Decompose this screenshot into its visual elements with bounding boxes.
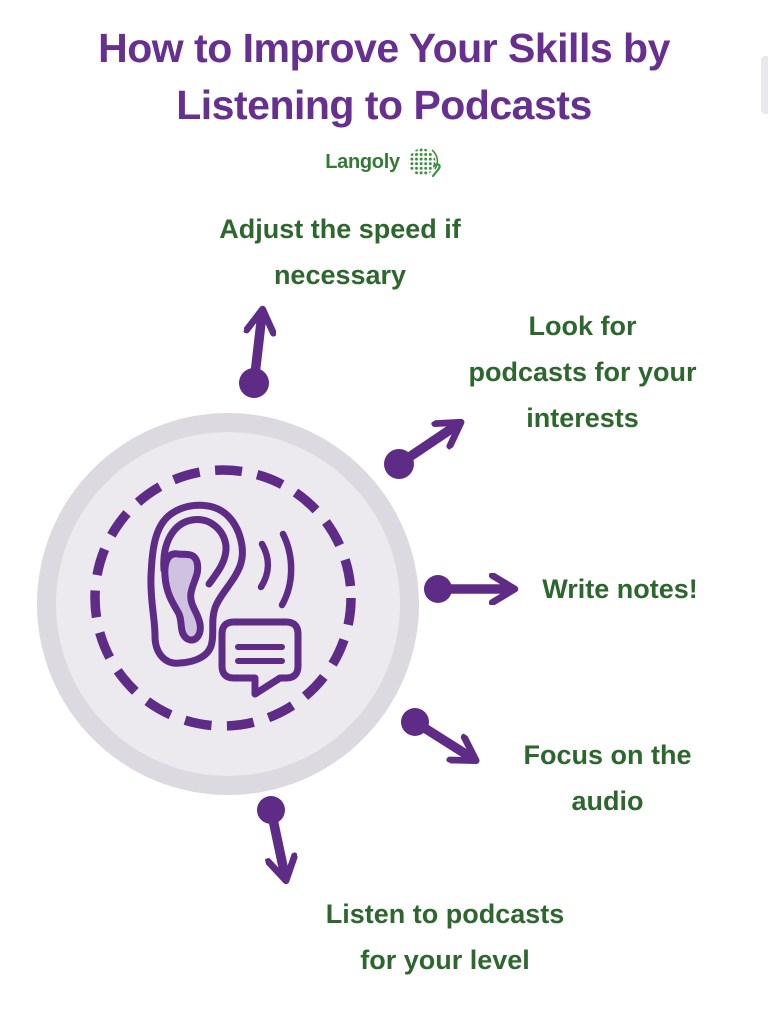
dotted-globe-icon: [408, 148, 441, 178]
ear-listening-icon: [37, 413, 419, 795]
tip-focus-audio: Focus on the audio: [523, 740, 692, 816]
ear-icon: [147, 501, 246, 667]
brand-logo-text: Langoly: [325, 150, 400, 173]
tip-adjust-speed: Adjust the speed if necessary: [219, 214, 461, 290]
tip-find-interests: Look for podcasts for your interests: [468, 311, 697, 433]
tip-listen-level: Listen to podcasts for your level: [325, 899, 565, 975]
sound-waves-icon: [257, 530, 295, 609]
arrow-write-notes: [424, 575, 510, 603]
scrollbar-thumb[interactable]: [761, 56, 768, 114]
page-title: How to Improve Your Skills by Listening …: [98, 25, 670, 128]
tip-write-notes: Write notes!: [542, 574, 698, 604]
arrow-listen-level: [257, 796, 285, 876]
arrow-adjust-speed: [239, 314, 269, 398]
arrow-focus-audio: [401, 708, 472, 758]
speech-bubble-icon: [218, 618, 302, 698]
brand-logo: Langoly: [0, 141, 768, 183]
arrow-find-interests: [384, 425, 457, 479]
dashed-circle: [90, 465, 356, 731]
